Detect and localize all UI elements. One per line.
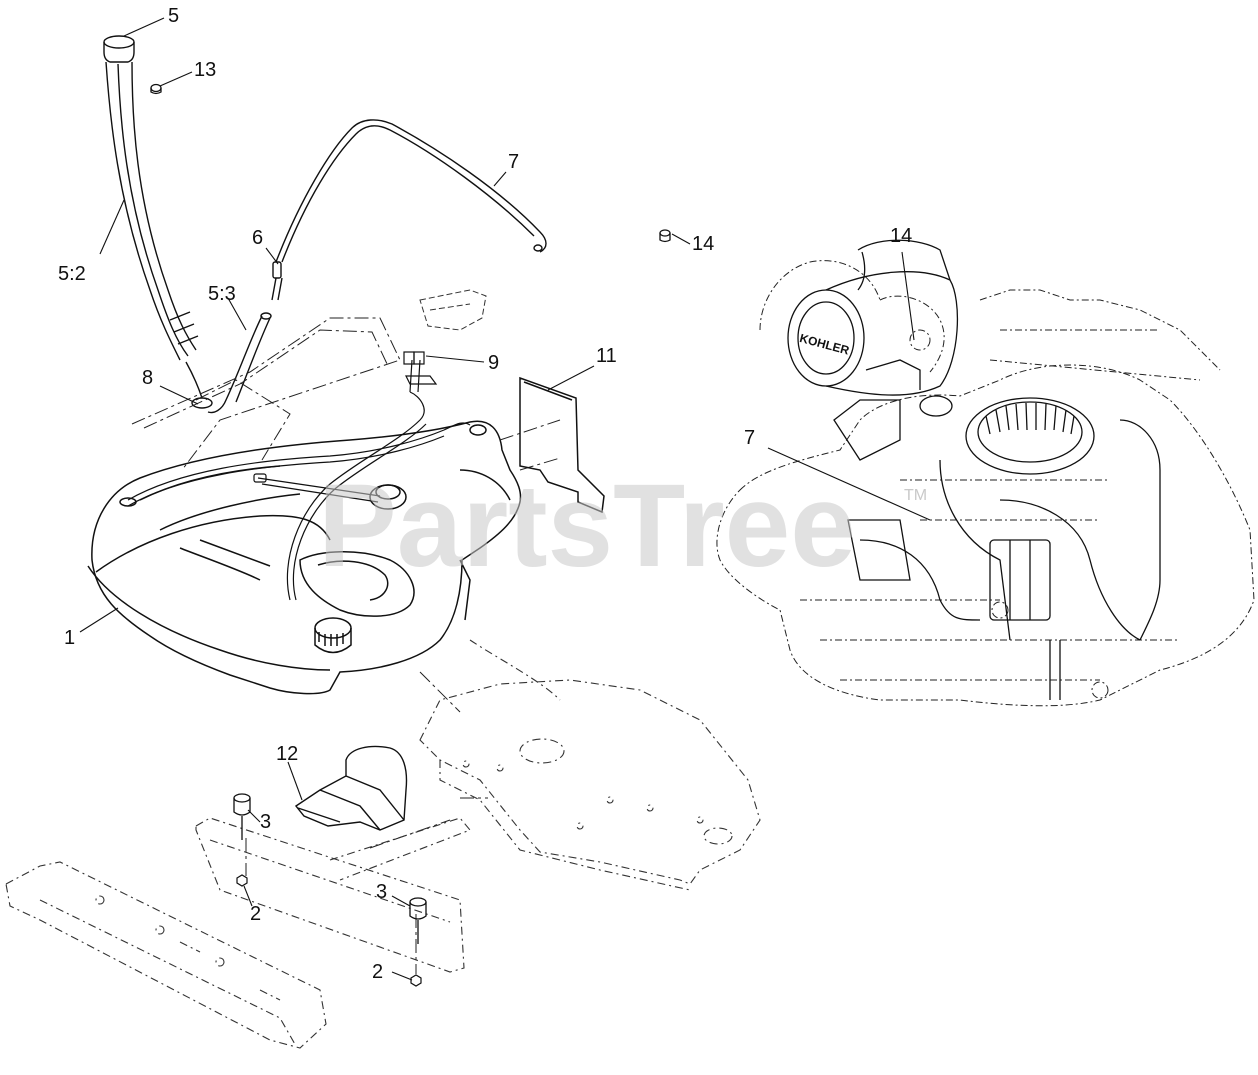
callout-1: 1 bbox=[64, 627, 75, 649]
callout-13: 13 bbox=[194, 59, 216, 81]
callout-9: 9 bbox=[488, 352, 499, 374]
engine-assembly bbox=[716, 260, 1255, 707]
callout-3-lower: 3 bbox=[376, 881, 387, 903]
callout-3: 3 bbox=[260, 811, 271, 833]
fitting-part bbox=[659, 229, 671, 243]
tank-bracket-top bbox=[419, 289, 487, 331]
callout-2: 2 bbox=[250, 903, 261, 925]
watermark-text: PartsTree bbox=[318, 460, 856, 592]
callout-labels: 5 13 7 6 5:2 5:3 14 14 9 11 8 7 1 12 3 2… bbox=[58, 5, 912, 983]
callout-12: 12 bbox=[276, 743, 298, 765]
callout-14-engine: 14 bbox=[890, 225, 912, 247]
heat-shield-part bbox=[519, 376, 605, 514]
callout-2-lower: 2 bbox=[372, 961, 383, 983]
air-cleaner-part bbox=[787, 239, 958, 396]
callout-7-engine: 7 bbox=[744, 427, 755, 449]
watermark-trademark: TM bbox=[904, 487, 927, 504]
tank-fuel-lines bbox=[127, 351, 471, 601]
callout-5: 5 bbox=[168, 5, 179, 27]
vent-plug-part bbox=[150, 83, 162, 95]
callout-8: 8 bbox=[142, 367, 153, 389]
frame-part bbox=[5, 861, 327, 1049]
filler-neck-part bbox=[103, 35, 213, 409]
mounting-plate bbox=[419, 639, 761, 891]
callout-6: 6 bbox=[252, 227, 263, 249]
blower-housing-part bbox=[833, 359, 1161, 700]
callout-14: 14 bbox=[692, 233, 714, 255]
callout-11: 11 bbox=[596, 345, 617, 367]
callout-7: 7 bbox=[508, 151, 519, 173]
nut-part bbox=[236, 874, 422, 987]
callout-5-3: 5:3 bbox=[208, 283, 236, 305]
engine-brand-label: KOHLER bbox=[798, 331, 851, 358]
callout-5-2: 5:2 bbox=[58, 263, 86, 285]
callout-leaders bbox=[79, 17, 931, 981]
assembly-guide-lines bbox=[131, 317, 561, 974]
fuel-hose-part bbox=[207, 119, 547, 414]
bracket-part bbox=[294, 745, 408, 831]
